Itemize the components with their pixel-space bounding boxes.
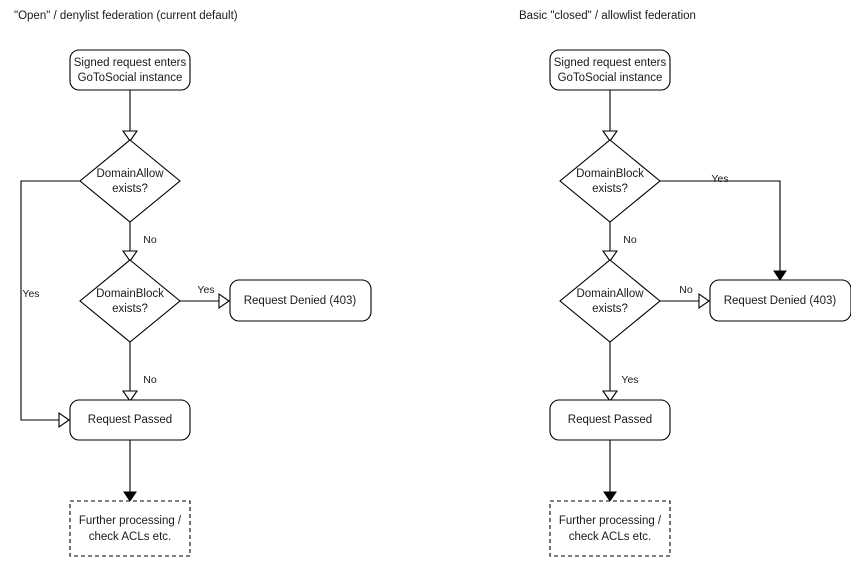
right-arrowhead-allow-yes [601,390,619,402]
left-node-request-denied[interactable]: Request Denied (403) [229,279,372,322]
right-further-processing-label-line1: Further processing / [559,515,662,527]
right-edge-start-to-block [601,90,619,142]
right-start-node[interactable]: Signed request enters GoToSocial instanc… [549,49,671,91]
left-edge-allow-no: No [121,222,157,262]
right-domainblock-diamond[interactable] [559,139,661,223]
right-arrowhead-block-yes [773,270,787,281]
left-edge-allow-yes: Yes [20,180,80,429]
right-start-label-line1: Signed request enters [554,57,667,69]
left-node-further-processing[interactable]: Further processing / check ACLs etc. [69,500,191,557]
right-node-request-denied[interactable]: Request Denied (403) [709,279,851,322]
right-edge-block-yes: Yes [660,173,787,281]
left-further-processing-label-line1: Further processing / [79,515,182,527]
left-arrowhead-start-to-allow [121,130,139,142]
left-diagram-title: "Open" / denylist federation (current de… [14,10,238,22]
right-request-denied-label: Request Denied (403) [724,295,837,307]
right-arrowhead-allow-no [698,292,710,310]
left-domainblock-diamond[interactable] [79,259,181,343]
left-request-passed-label: Request Passed [88,414,172,426]
right-edge-label-block-yes: Yes [711,173,728,185]
diagram-open-denylist: "Open" / denylist federation (current de… [14,10,372,557]
right-edge-block-no: No [601,222,637,262]
right-request-denied-box[interactable] [709,279,851,322]
right-edge-passed-to-further [603,440,617,502]
right-arrowhead-block-no [601,250,619,262]
left-decision-domainblock[interactable]: DomainBlock exists? [79,259,181,343]
right-request-passed-label: Request Passed [568,414,652,426]
left-edge-label-block-yes: Yes [197,284,214,296]
right-domainblock-label-line2: exists? [592,183,628,195]
left-edge-block-no: No [121,342,157,402]
left-domainblock-label-line1: DomainBlock [96,288,164,300]
right-domainallow-label-line1: DomainAllow [576,288,644,300]
right-domainblock-label-line1: DomainBlock [576,168,644,180]
left-arrowhead-allow-yes [58,411,70,429]
right-edge-allow-yes: Yes [601,342,639,402]
right-edge-label-allow-no: No [679,284,693,296]
left-edge-start-to-allow [121,90,139,142]
right-diagram-title: Basic "closed" / allowlist federation [519,10,696,22]
left-domainallow-label-line2: exists? [112,183,148,195]
right-further-processing-label-line2: check ACLs etc. [569,531,651,543]
left-request-denied-box[interactable] [229,279,372,322]
left-edge-label-block-no: No [143,374,157,386]
right-decision-domainblock[interactable]: DomainBlock exists? [559,139,661,223]
left-arrowhead-block-yes [218,292,230,310]
left-start-label-line1: Signed request enters [74,57,187,69]
left-further-processing-label-line2: check ACLs etc. [89,531,171,543]
left-decision-domainallow[interactable]: DomainAllow exists? [79,139,181,223]
right-domainallow-diamond[interactable] [559,259,661,343]
right-edge-label-allow-yes: Yes [621,374,638,386]
left-edge-block-yes: Yes [180,284,230,310]
left-domainallow-label-line1: DomainAllow [96,168,164,180]
left-node-request-passed[interactable]: Request Passed [69,399,191,441]
right-start-label-line2: GoToSocial instance [558,72,663,84]
left-arrowhead-passed-to-further [123,491,137,502]
right-arrowhead-passed-to-further [603,491,617,502]
left-arrowhead-allow-no [121,250,139,262]
right-domainallow-label-line2: exists? [592,303,628,315]
right-edge-label-block-no: No [623,234,637,246]
left-start-node[interactable]: Signed request enters GoToSocial instanc… [69,49,191,91]
left-domainallow-diamond[interactable] [79,139,181,223]
diagram-closed-allowlist: Basic "closed" / allowlist federation Si… [519,10,851,557]
left-further-processing-box[interactable] [69,500,191,557]
right-node-further-processing[interactable]: Further processing / check ACLs etc. [549,500,671,557]
left-request-denied-label: Request Denied (403) [244,295,357,307]
left-domainblock-label-line2: exists? [112,303,148,315]
right-node-request-passed[interactable]: Request Passed [549,399,671,441]
left-edge-label-allow-no: No [143,234,157,246]
left-start-label-line2: GoToSocial instance [78,72,183,84]
left-edge-passed-to-further [123,440,137,502]
right-further-processing-box[interactable] [549,500,671,557]
right-decision-domainallow[interactable]: DomainAllow exists? [559,259,661,343]
right-edge-allow-no: No [660,284,710,310]
right-arrowhead-start-to-block [601,130,619,142]
left-edge-label-allow-yes: Yes [22,288,39,300]
left-arrowhead-block-no [121,390,139,402]
